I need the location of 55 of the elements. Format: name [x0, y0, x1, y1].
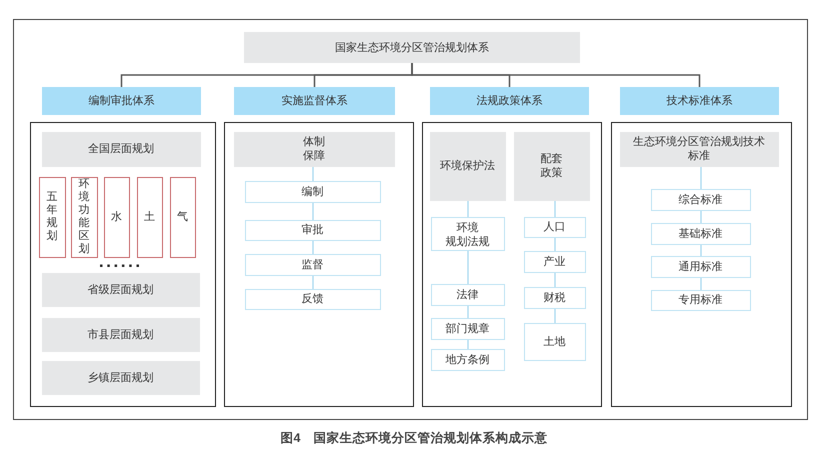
plan-type-box: 五年规划 — [38, 176, 66, 258]
plan-box: 乡镇层面规划 — [42, 360, 200, 394]
connector-line — [312, 241, 314, 254]
standard-item-box: 通用标准 — [650, 256, 750, 278]
category-header: 法规政策体系 — [430, 87, 589, 115]
category-header: 技术标准体系 — [620, 87, 779, 115]
policy-item-box: 产业 — [524, 250, 586, 272]
regulation-box: 法律 — [430, 284, 504, 306]
plan-type-box: 水 — [104, 176, 130, 258]
connector-line — [312, 203, 314, 220]
connector-line — [700, 278, 702, 290]
connector-line — [467, 306, 469, 318]
policy-item-box: 人口 — [524, 216, 586, 238]
step-box: 监督 — [244, 254, 380, 276]
connector-line — [312, 276, 314, 289]
standard-item-box: 基础标准 — [650, 222, 750, 244]
system-box: 国家生态环境分区管治规划体系 — [244, 32, 580, 63]
connector-line — [700, 245, 702, 256]
regulation-box: 部门规章 — [430, 318, 504, 340]
step-box: 审批 — [244, 220, 380, 240]
connector-line — [554, 273, 556, 287]
connector-line — [700, 211, 702, 223]
plan-box: 全国层面规划 — [42, 132, 200, 166]
category-header: 实施监督体系 — [234, 87, 395, 115]
standard-item-box: 专用标准 — [650, 290, 750, 310]
connector-line — [554, 238, 556, 251]
policy-item-box: 土地 — [524, 322, 586, 360]
plan-box: 市县层面规划 — [42, 318, 200, 352]
connector-line — [467, 251, 469, 284]
mechanism-box: 体制保障 — [234, 132, 394, 166]
connector-line — [411, 63, 700, 87]
connector-line — [312, 167, 314, 181]
regulation-box: 环境规划法规 — [430, 216, 504, 250]
connector-line — [554, 201, 556, 217]
group-panel — [30, 122, 216, 407]
law-box: 环境保护法 — [430, 132, 506, 200]
policy-box: 配套政策 — [514, 132, 590, 200]
category-header: 编制审批体系 — [42, 87, 201, 115]
plan-type-box: 土 — [136, 176, 162, 258]
plan-type-box: 气 — [170, 176, 196, 258]
group-panel — [224, 122, 414, 407]
group-panel — [611, 122, 792, 407]
regulation-box: 地方条例 — [430, 348, 504, 370]
standard-item-box: 综合标准 — [650, 188, 750, 210]
group-panel — [422, 122, 602, 407]
step-box: 反馈 — [244, 288, 380, 310]
plan-box: 省级层面规划 — [42, 272, 200, 306]
policy-item-box: 财税 — [524, 286, 586, 308]
figure-caption: 图4 国家生态环境分区管治规划体系构成示意 — [280, 430, 548, 447]
plan-type-box: 环境功能区划 — [70, 176, 98, 258]
standard-box: 生态环境分区管治规划技术标准 — [620, 132, 778, 166]
connector-line — [467, 201, 469, 217]
connector-line — [700, 167, 702, 189]
step-box: 编制 — [244, 180, 380, 202]
connector-line — [554, 309, 556, 323]
